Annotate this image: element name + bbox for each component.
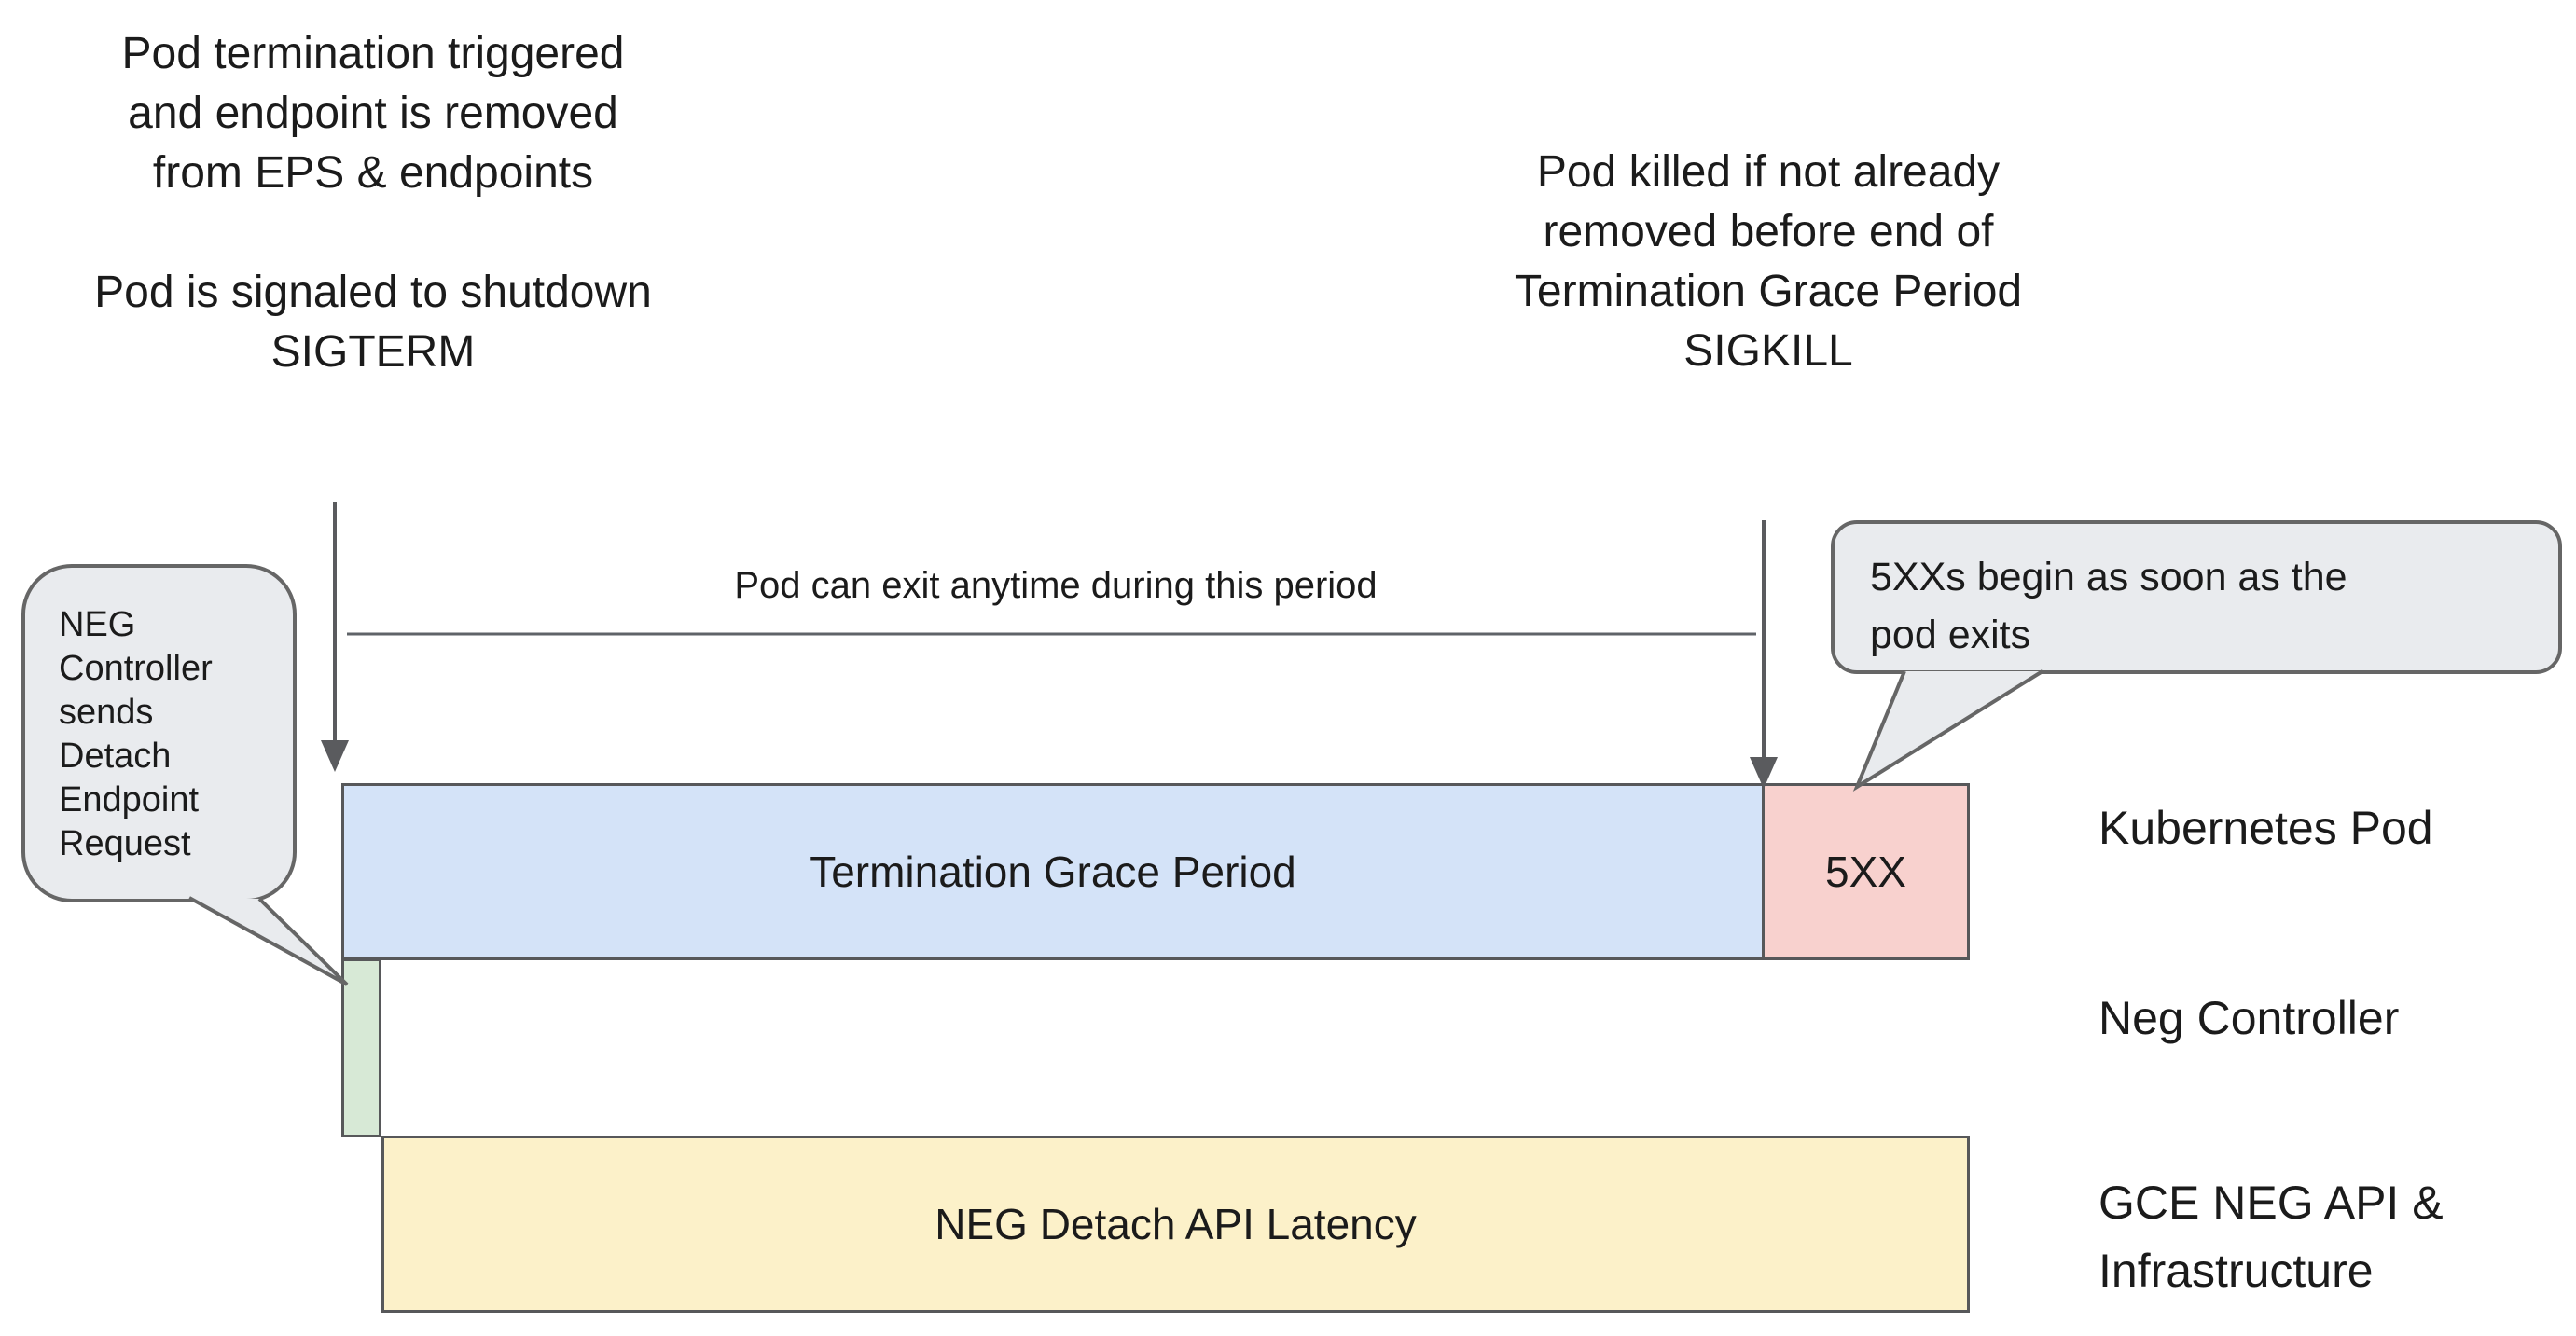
row-label-gce-neg-api: GCE NEG API & Infrastructure	[2098, 1169, 2444, 1305]
note-line: and endpoint is removed	[128, 89, 618, 138]
callout-line: sends	[59, 693, 154, 732]
row-label-line: Infrastructure	[2098, 1245, 2374, 1297]
bar-termination-grace-period: Termination Grace Period	[341, 783, 1765, 960]
callout-line: Controller	[59, 649, 213, 688]
bar-5xx-errors: 5XX	[1762, 783, 1970, 960]
callout-left-tail	[188, 896, 349, 986]
callout-line: NEG	[59, 605, 136, 644]
row-label-neg-controller: Neg Controller	[2098, 992, 2400, 1044]
note-line: Pod termination triggered	[121, 29, 625, 78]
note-line: Pod killed if not already	[1536, 147, 2001, 197]
note-line: removed before end of	[1543, 207, 1994, 256]
callout-line: pod exits	[1870, 613, 2031, 657]
bar-label: 5XX	[1825, 847, 1906, 896]
arrow-head	[321, 740, 349, 772]
note-pod-killed-sigkill: Pod killed if not already removed before…	[1442, 143, 2095, 381]
callout-line: Endpoint	[59, 780, 200, 820]
bar-label: Termination Grace Period	[810, 847, 1296, 896]
callout-right-tail	[1852, 669, 2044, 792]
bar-label: NEG Detach API Latency	[935, 1200, 1417, 1248]
callout-line: 5XXs begin as soon as the	[1870, 555, 2347, 599]
note-line: SIGKILL	[1683, 326, 1853, 376]
bar-neg-detach-api-latency: NEG Detach API Latency	[381, 1136, 1970, 1313]
period-range-label: Pod can exit anytime during this period	[734, 565, 1378, 606]
sigkill-down-arrow-icon	[1750, 520, 1778, 789]
callout-line: Detach	[59, 737, 172, 776]
row-label-line: GCE NEG API &	[2098, 1177, 2444, 1229]
callout-neg-controller-detach: NEG Controller sends Detach Endpoint Req…	[21, 564, 297, 902]
bar-neg-controller-detach-request	[341, 958, 381, 1137]
row-label-kubernetes-pod: Kubernetes Pod	[2098, 802, 2433, 854]
sigterm-down-arrow-icon	[321, 502, 349, 772]
callout-line: Request	[59, 824, 191, 863]
note-pod-termination-triggered: Pod termination triggered and endpoint i…	[47, 24, 699, 382]
note-line: SIGTERM	[270, 327, 476, 377]
note-line: Pod is signaled to shutdown	[94, 268, 652, 317]
note-line-blank	[47, 203, 699, 263]
note-line: Termination Grace Period	[1514, 267, 2023, 316]
note-line: from EPS & endpoints	[152, 148, 594, 198]
callout-5xx-begin: 5XXs begin as soon as the pod exits	[1831, 520, 2562, 674]
